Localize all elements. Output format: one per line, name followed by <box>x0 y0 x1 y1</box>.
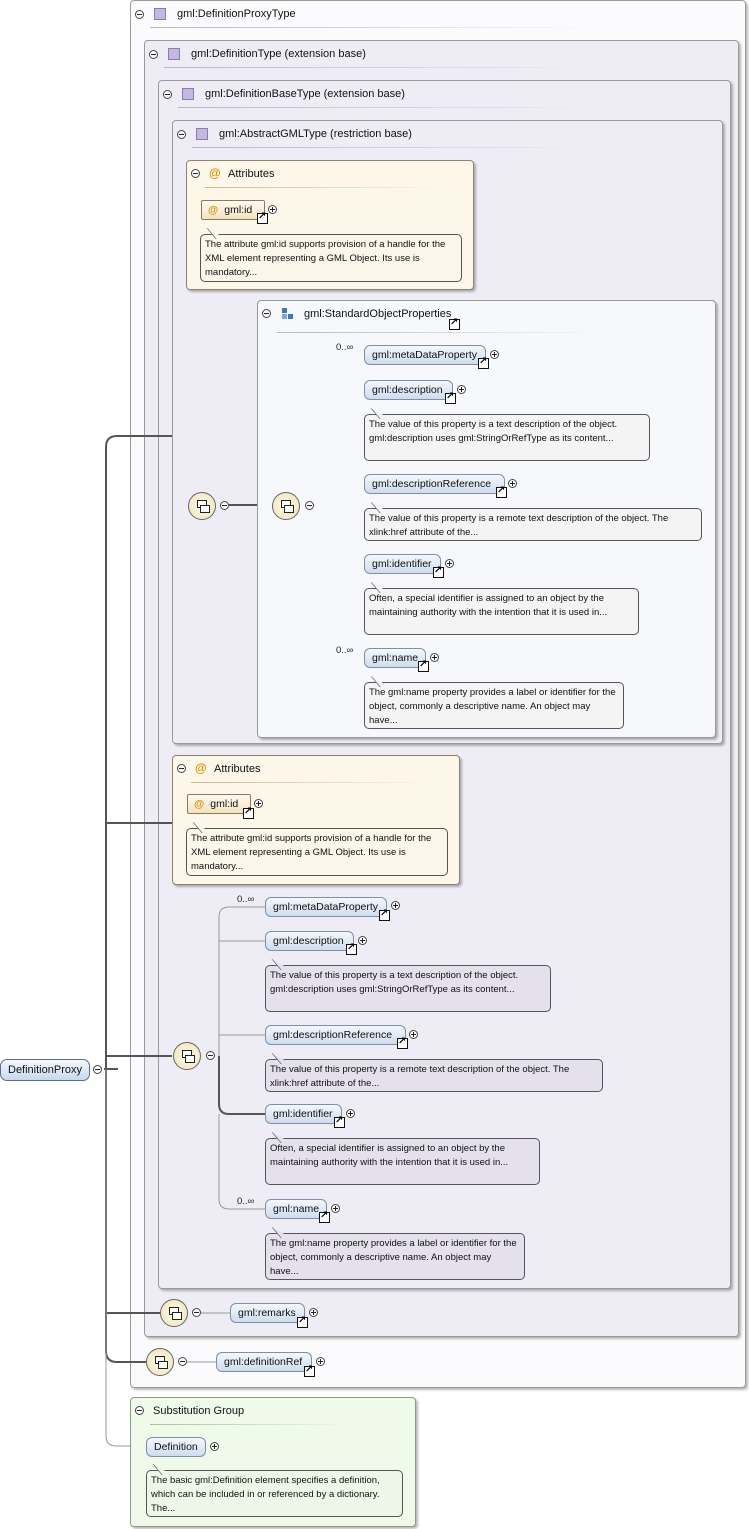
doc-definition: The basic gml:Definition element specifi… <box>146 1470 403 1517</box>
group-icon <box>282 308 294 320</box>
doc-attr-id: The attribute gml:id supports provision … <box>186 828 448 876</box>
root-element-definition-proxy[interactable]: DefinitionProxy <box>0 1059 90 1081</box>
link-icon[interactable] <box>257 211 268 224</box>
element-description[interactable]: gml:description <box>364 380 453 400</box>
expand-toggle[interactable] <box>490 350 499 359</box>
expand-toggle[interactable] <box>331 1204 340 1213</box>
link-icon[interactable] <box>418 659 429 672</box>
expand-toggle[interactable] <box>346 1109 355 1118</box>
group-title: gml:StandardObjectProperties <box>304 308 452 320</box>
collapse-toggle[interactable] <box>93 1065 102 1074</box>
collapse-toggle[interactable] <box>177 764 186 773</box>
sequence-icon <box>146 1348 174 1376</box>
attribute-icon: @ <box>195 761 207 775</box>
element-description[interactable]: gml:description <box>265 931 354 951</box>
element-identifier[interactable]: gml:identifier <box>265 1104 342 1124</box>
link-icon[interactable] <box>297 1315 308 1328</box>
link-icon[interactable] <box>346 942 357 955</box>
doc-name: The gml:name property provides a label o… <box>265 1233 525 1280</box>
link-icon[interactable] <box>243 806 254 819</box>
expand-toggle[interactable] <box>409 1030 418 1039</box>
cardinality-label: 0..∞ <box>237 894 255 905</box>
complex-type-icon <box>196 128 208 140</box>
link-icon[interactable] <box>397 1036 408 1049</box>
element-name[interactable]: gml:name <box>265 1199 327 1219</box>
complex-type-icon <box>154 8 166 20</box>
cardinality-label: 0..∞ <box>336 342 354 353</box>
expand-toggle[interactable] <box>268 205 277 214</box>
cardinality-label: 0..∞ <box>336 645 354 656</box>
doc-identifier: Often, a special identifier is assigned … <box>364 588 639 635</box>
attribute-gml-id[interactable]: @gml:id <box>187 794 251 814</box>
attributes-title: Attributes <box>228 168 275 180</box>
attribute-icon: @ <box>209 166 221 180</box>
link-icon[interactable] <box>496 485 507 498</box>
sequence-icon <box>173 1042 201 1070</box>
element-remarks[interactable]: gml:remarks <box>230 1303 305 1323</box>
element-name[interactable]: gml:name <box>364 648 426 668</box>
expand-toggle[interactable] <box>309 1308 318 1317</box>
doc-name: The gml:name property provides a label o… <box>364 682 624 729</box>
expand-toggle[interactable] <box>430 653 439 662</box>
expand-toggle[interactable] <box>210 1442 219 1451</box>
collapse-toggle[interactable] <box>192 1308 201 1317</box>
doc-description-reference: The value of this property is a remote t… <box>265 1059 603 1092</box>
collapse-toggle[interactable] <box>177 130 186 139</box>
expand-toggle[interactable] <box>445 559 454 568</box>
sequence-icon <box>188 492 216 520</box>
type-title-definition-base: gml:DefinitionBaseType (extension base) <box>205 88 405 100</box>
expand-toggle[interactable] <box>391 901 400 910</box>
doc-description-reference: The value of this property is a remote t… <box>364 508 702 541</box>
collapse-toggle[interactable] <box>135 1406 144 1415</box>
doc-description: The value of this property is a text des… <box>364 414 650 461</box>
attributes-title: Attributes <box>214 763 261 775</box>
link-icon[interactable] <box>379 908 390 921</box>
collapse-toggle[interactable] <box>262 309 271 318</box>
collapse-toggle[interactable] <box>206 1051 215 1060</box>
attribute-gml-id[interactable]: @gml:id <box>201 200 265 220</box>
link-icon[interactable] <box>334 1115 345 1128</box>
complex-type-icon <box>182 88 194 100</box>
cardinality-label: 0..∞ <box>237 1196 255 1207</box>
link-icon[interactable] <box>319 1210 330 1223</box>
doc-attr-id: The attribute gml:id supports provision … <box>200 234 462 282</box>
sequence-icon <box>160 1299 188 1327</box>
expand-toggle[interactable] <box>316 1357 325 1366</box>
expand-toggle[interactable] <box>358 936 367 945</box>
collapse-toggle[interactable] <box>135 10 144 19</box>
collapse-toggle[interactable] <box>149 50 158 59</box>
collapse-toggle[interactable] <box>163 90 172 99</box>
element-identifier[interactable]: gml:identifier <box>364 554 441 574</box>
element-description-reference[interactable]: gml:descriptionReference <box>364 474 505 494</box>
sequence-icon <box>272 492 300 520</box>
substitution-group-title: Substitution Group <box>153 1405 245 1417</box>
doc-identifier: Often, a special identifier is assigned … <box>265 1138 540 1185</box>
element-description-reference[interactable]: gml:descriptionReference <box>265 1025 406 1045</box>
element-definition-ref[interactable]: gml:definitionRef <box>216 1352 312 1372</box>
element-meta-data-property[interactable]: gml:metaDataProperty <box>364 345 486 365</box>
collapse-toggle[interactable] <box>220 501 229 510</box>
link-icon[interactable] <box>433 565 444 578</box>
expand-toggle[interactable] <box>254 799 263 808</box>
collapse-toggle[interactable] <box>305 501 314 510</box>
link-icon[interactable] <box>304 1364 315 1377</box>
type-title-abstract-gml: gml:AbstractGMLType (restriction base) <box>219 128 412 140</box>
collapse-toggle[interactable] <box>191 169 200 178</box>
doc-description: The value of this property is a text des… <box>265 965 551 1012</box>
type-title-proxy: gml:DefinitionProxyType <box>177 8 296 20</box>
type-title-definition: gml:DefinitionType (extension base) <box>191 48 366 60</box>
link-icon[interactable] <box>449 317 460 330</box>
expand-toggle[interactable] <box>457 385 466 394</box>
complex-type-icon <box>168 48 180 60</box>
element-meta-data-property[interactable]: gml:metaDataProperty <box>265 897 387 917</box>
link-icon[interactable] <box>445 391 456 404</box>
collapse-toggle[interactable] <box>178 1357 187 1366</box>
element-definition[interactable]: Definition <box>146 1437 206 1457</box>
link-icon[interactable] <box>478 356 489 369</box>
expand-toggle[interactable] <box>508 479 517 488</box>
